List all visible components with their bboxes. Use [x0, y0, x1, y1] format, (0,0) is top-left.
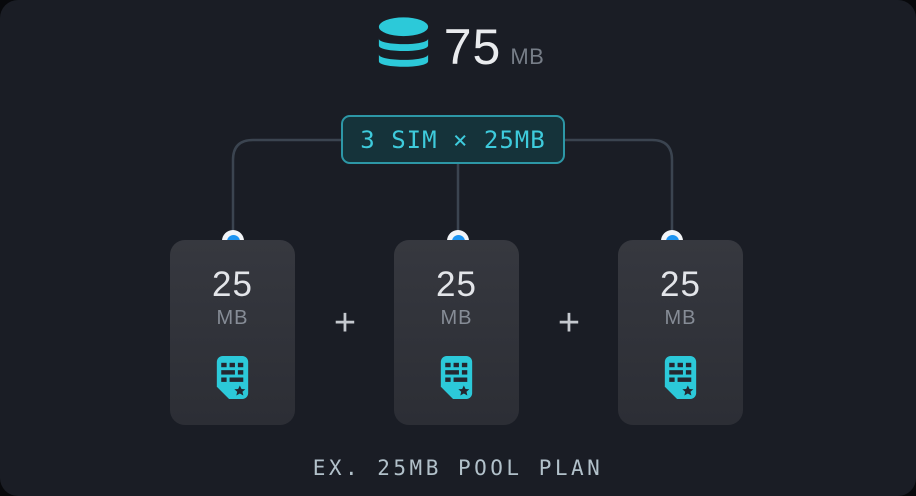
sim-data-unit: MB — [440, 306, 473, 329]
sim-card-icon — [216, 355, 249, 399]
sim-data-value: 25 — [212, 265, 253, 304]
example-caption: EX. 25MB POOL PLAN — [312, 456, 604, 480]
sim-card-icon — [440, 355, 473, 399]
sim-card-icon — [664, 355, 697, 399]
plus-operator: + — [333, 302, 357, 344]
sim-data-unit: MB — [216, 306, 249, 329]
total-data-unit: MB — [510, 44, 545, 69]
total-pool-header: 75 MB — [0, 10, 916, 78]
database-icon — [378, 17, 428, 67]
sim-data-value: 25 — [436, 265, 477, 304]
sim-allocation-card: 25 MB — [170, 240, 295, 425]
plus-operator: + — [557, 302, 581, 344]
formula-badge-label: 3 SIM × 25MB — [360, 125, 546, 154]
sim-data-unit: MB — [664, 306, 697, 329]
total-data-value: 75 — [443, 19, 502, 75]
sim-allocation-card: 25 MB — [618, 240, 743, 425]
formula-badge: 3 SIM × 25MB — [341, 115, 565, 164]
sim-data-value: 25 — [660, 265, 701, 304]
sim-allocation-card: 25 MB — [394, 240, 519, 425]
